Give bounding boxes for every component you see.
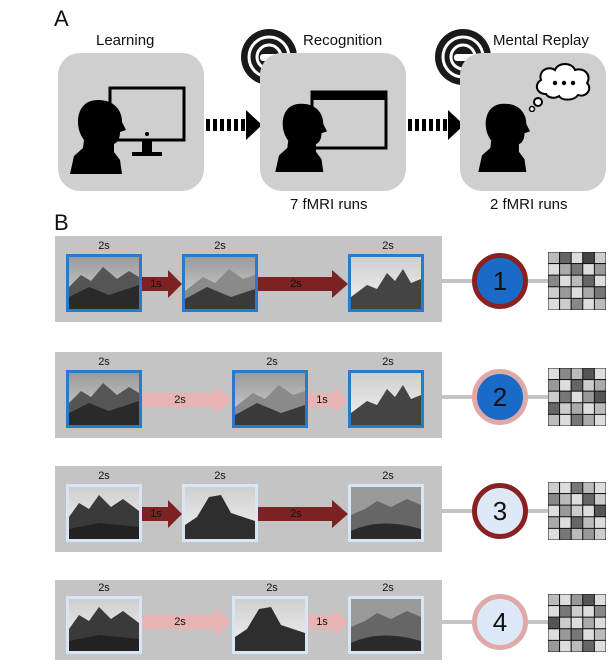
interval-label: 1s	[150, 508, 162, 520]
interval-arrow	[308, 608, 348, 636]
stage-title-mental-replay: Mental Replay	[493, 32, 589, 49]
row-connector	[528, 620, 548, 624]
condition-number: 3	[492, 495, 508, 526]
interval-label: 1s	[150, 278, 162, 290]
dashed-arrow-icon	[408, 110, 464, 140]
row-connector	[442, 395, 472, 399]
similarity-matrix-icon	[548, 252, 606, 310]
condition-number: 2	[492, 381, 508, 412]
thought-bubble-icon	[528, 63, 591, 112]
condition-circle-1: 1	[472, 253, 528, 309]
landscape-thumbnail	[232, 370, 308, 428]
duration-label: 2s	[98, 240, 110, 252]
row-connector	[528, 509, 548, 513]
condition-circle-2: 2	[472, 369, 528, 425]
interval-arrow	[258, 270, 348, 298]
interval-arrow	[142, 270, 182, 298]
similarity-matrix-icon	[548, 594, 606, 652]
duration-label: 2s	[382, 582, 394, 594]
row-connector	[528, 395, 548, 399]
duration-label: 2s	[266, 356, 278, 368]
row-connector	[442, 279, 472, 283]
landscape-thumbnail	[66, 254, 142, 312]
landscape-thumbnail	[348, 484, 424, 542]
condition-circle-3: 3	[472, 483, 528, 539]
duration-label: 2s	[382, 240, 394, 252]
landscape-thumbnail	[66, 596, 142, 654]
interval-arrow	[142, 500, 182, 528]
interval-label: 1s	[316, 394, 328, 406]
duration-label: 2s	[98, 582, 110, 594]
duration-label: 2s	[214, 240, 226, 252]
duration-label: 2s	[98, 356, 110, 368]
duration-label: 2s	[382, 356, 394, 368]
landscape-thumbnail	[182, 254, 258, 312]
landscape-thumbnail	[66, 484, 142, 542]
panel-b-label: B	[54, 210, 69, 235]
duration-label: 2s	[382, 470, 394, 482]
person-silhouette-icon	[478, 103, 530, 172]
person-silhouette-icon	[70, 100, 126, 174]
interval-label: 1s	[316, 616, 328, 628]
condition-circle-4: 4	[472, 594, 528, 650]
similarity-matrix-icon	[548, 368, 606, 426]
screen-icon	[310, 90, 388, 150]
duration-label: 2s	[214, 470, 226, 482]
interval-arrow	[258, 500, 348, 528]
condition-number: 1	[492, 265, 508, 296]
computer-monitor-icon	[108, 86, 186, 156]
similarity-matrix-icon	[548, 482, 606, 540]
row-connector	[442, 620, 472, 624]
person-silhouette-icon	[275, 103, 327, 172]
landscape-thumbnail	[232, 596, 308, 654]
duration-label: 2s	[98, 470, 110, 482]
row-connector	[442, 509, 472, 513]
interval-label: 2s	[174, 394, 186, 406]
interval-label: 2s	[290, 508, 302, 520]
interval-label: 2s	[290, 278, 302, 290]
interval-arrow	[308, 386, 348, 414]
row-connector	[528, 279, 548, 283]
stage-caption-mental-replay: 2 fMRI runs	[490, 196, 568, 213]
landscape-thumbnail	[348, 370, 424, 428]
interval-label: 2s	[174, 616, 186, 628]
landscape-thumbnail	[182, 484, 258, 542]
interval-arrow	[142, 608, 232, 636]
landscape-thumbnail	[348, 596, 424, 654]
landscape-thumbnail	[66, 370, 142, 428]
stage-title-learning: Learning	[96, 32, 155, 49]
interval-arrow	[142, 386, 232, 414]
stage-caption-recognition: 7 fMRI runs	[290, 196, 368, 213]
panel-a-label: A	[54, 6, 69, 31]
condition-number: 4	[492, 606, 508, 637]
landscape-thumbnail	[348, 254, 424, 312]
stage-title-recognition: Recognition	[303, 32, 383, 49]
duration-label: 2s	[266, 582, 278, 594]
dashed-arrow-icon	[206, 110, 262, 140]
